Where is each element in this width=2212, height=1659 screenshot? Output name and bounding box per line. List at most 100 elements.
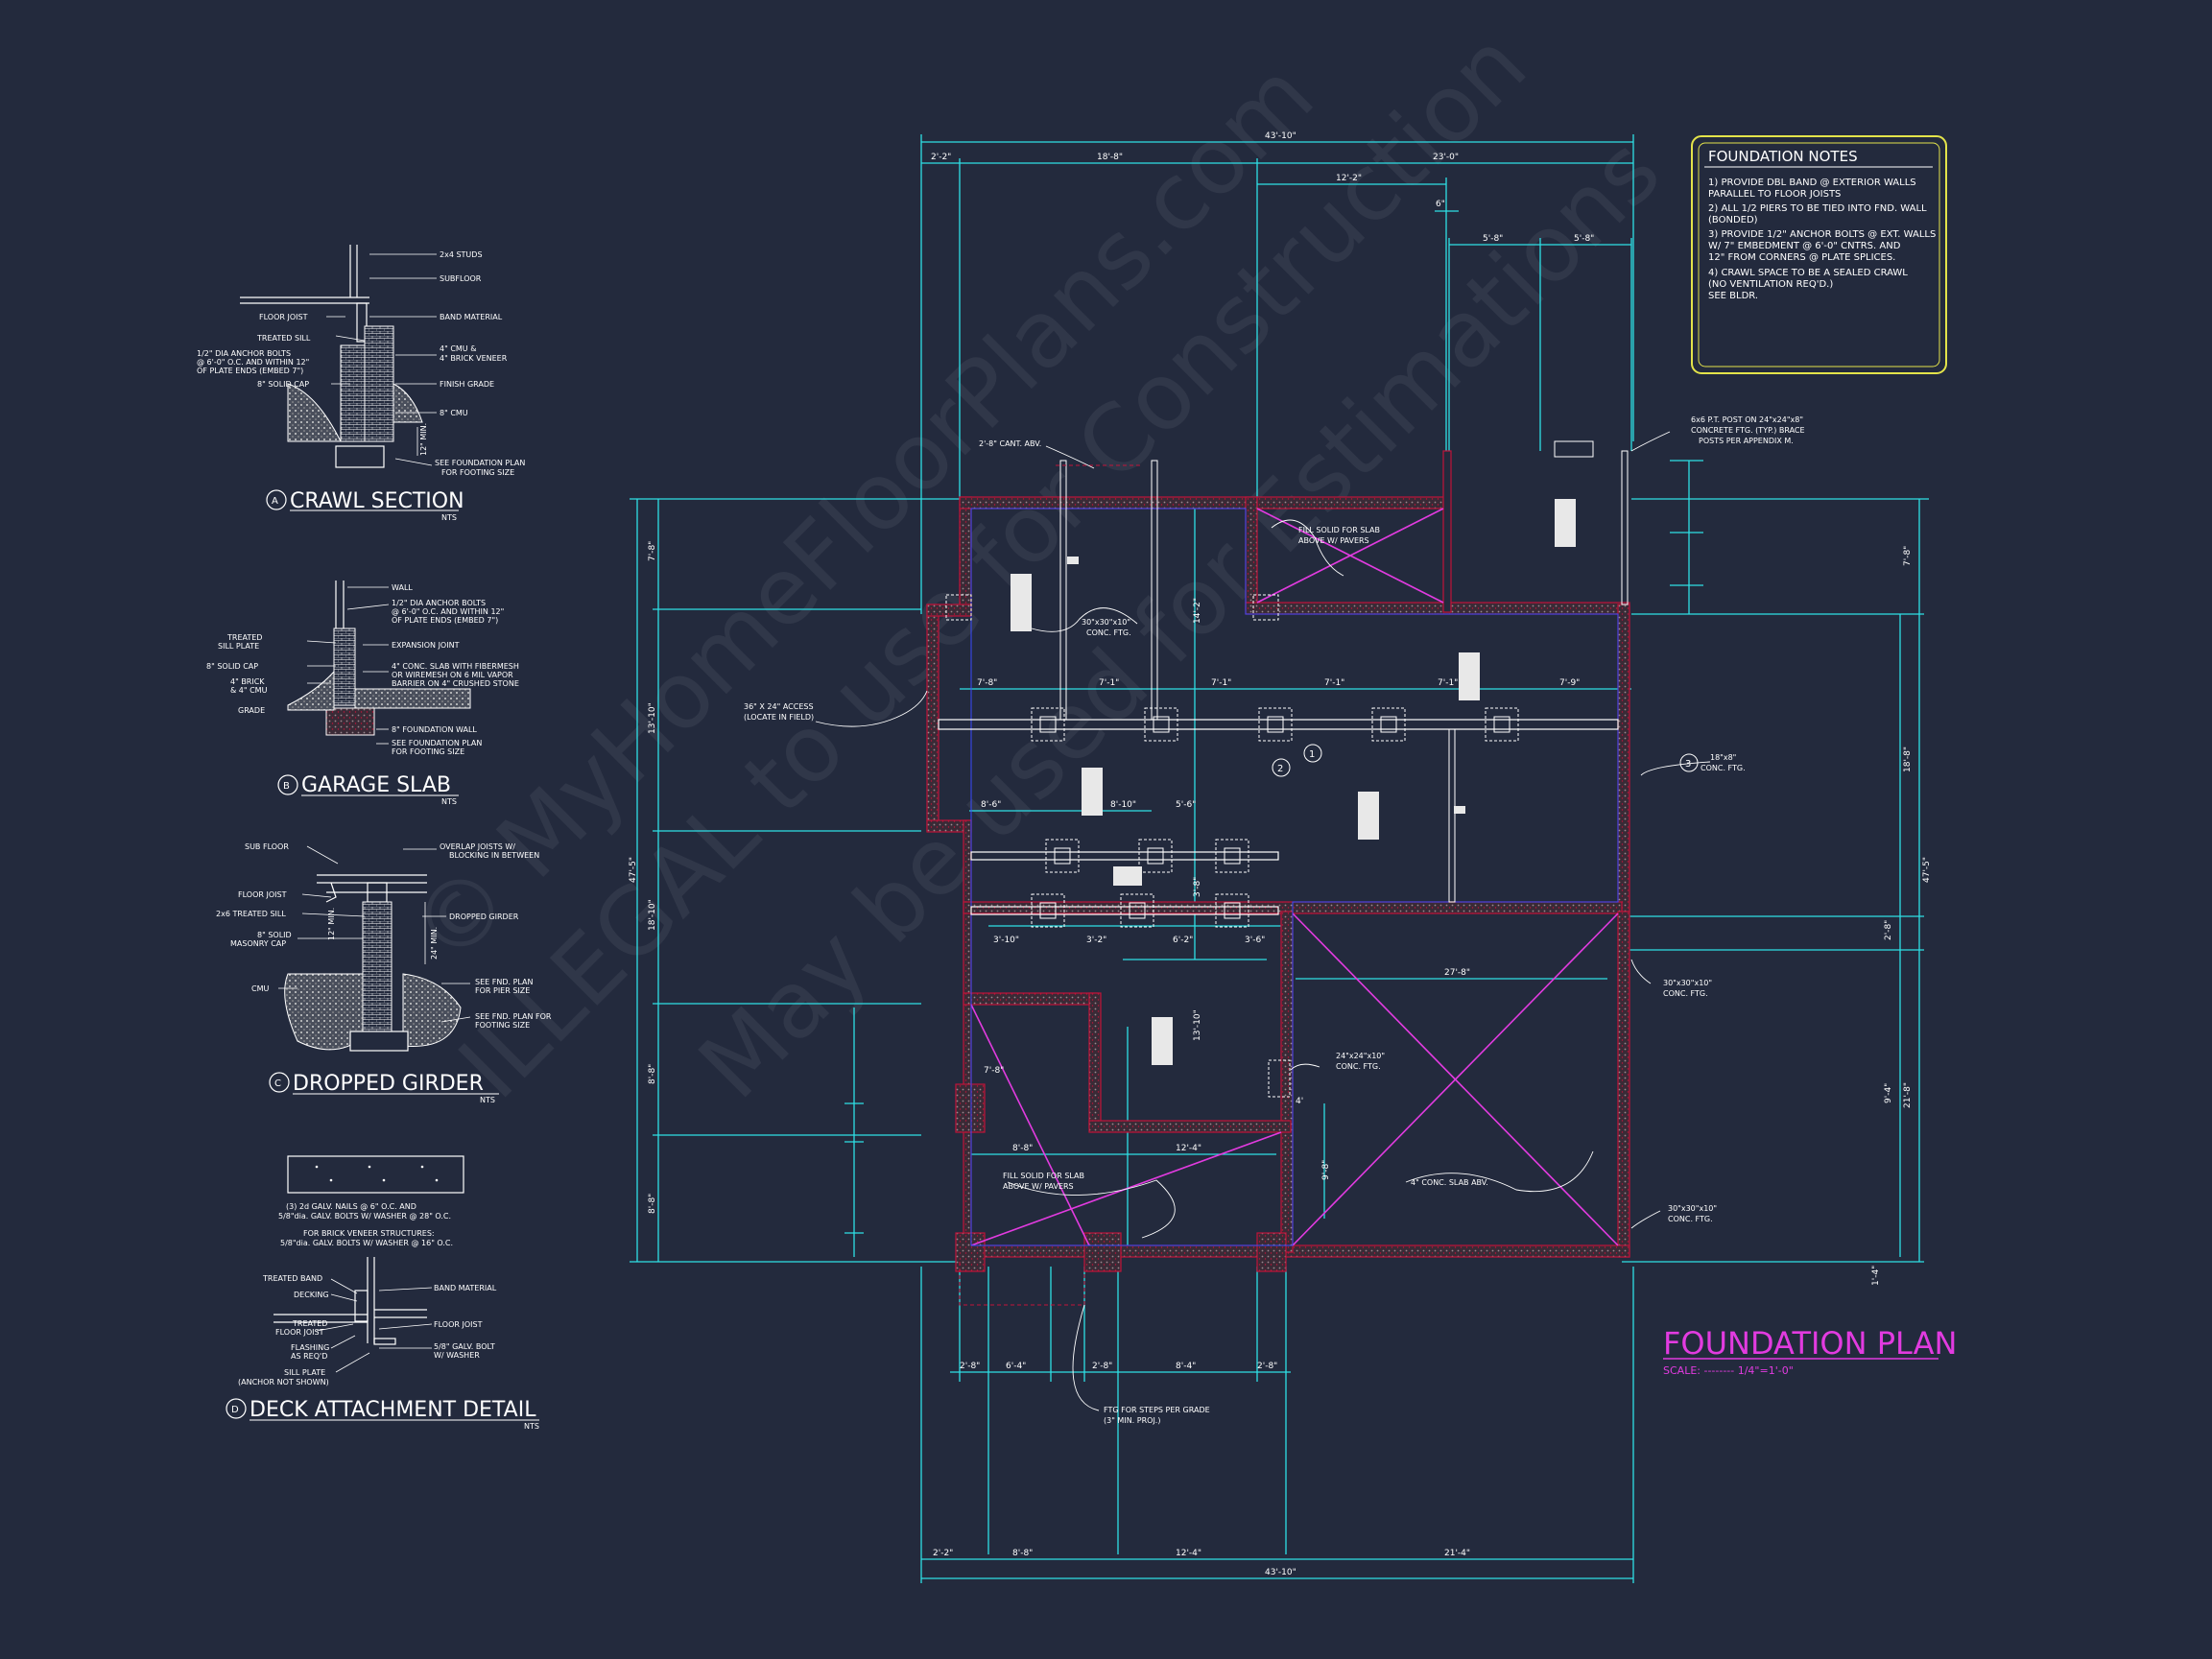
- dim-inner: 27'-8": [1444, 968, 1470, 978]
- crawl-label-anchor-1: 1/2" DIA ANCHOR BOLTS: [197, 349, 291, 358]
- callout-ftg-right-2: CONC. FTG.: [1663, 989, 1708, 998]
- pier: [1045, 839, 1080, 873]
- pier: [1268, 1059, 1291, 1098]
- dim-right: 18'-8": [1903, 747, 1913, 772]
- dim-top-4: 5'-8": [1483, 234, 1503, 244]
- footing-tag-2: [1272, 758, 1291, 777]
- callout-steps-1: FTG FOR STEPS PER GRADE: [1104, 1406, 1210, 1414]
- garage-label-cap: 8" SOLID CAP: [206, 662, 258, 671]
- dim-left: 18'-10": [648, 899, 657, 931]
- watermark: © MyHomeFloorPlans.com ILLEGAL to use fo…: [391, 11, 1680, 1119]
- girder-label-24min: 24" MIN.: [430, 927, 439, 960]
- crawl-label-see-2: FOR FOOTING SIZE: [441, 468, 514, 477]
- crawl-label-anchor-3: OF PLATE ENDS (EMBED 7"): [197, 367, 303, 375]
- garage-slab-title: GARAGE SLAB: [301, 773, 451, 797]
- dim-mid-2: 8'-6": [981, 800, 1001, 810]
- dim-mid: 7'-9": [1559, 678, 1580, 688]
- dim-lower: 2'-8": [1092, 1362, 1112, 1371]
- pier: [1138, 839, 1173, 873]
- footing-tag-1: [1303, 744, 1322, 763]
- dim-top-4: 5'-8": [1574, 234, 1594, 244]
- deck-detail-letter: D: [231, 1405, 239, 1415]
- footing-tag-2-label: 2: [1277, 764, 1283, 774]
- girder-label-pier-2: FOR PIER SIZE: [475, 986, 530, 995]
- girder-label-overlap-1: OVERLAP JOISTS W/: [440, 842, 515, 851]
- dim-inner: 7'-8": [984, 1066, 1004, 1076]
- deck-note-4: 5/8"dia. GALV. BOLTS W/ WASHER @ 16" O.C…: [280, 1239, 453, 1247]
- dim-inner: 13'-10": [1193, 1009, 1202, 1041]
- deck-bolt-pattern: [287, 1155, 464, 1194]
- callout-fill-top-2: ABOVE W/ PAVERS: [1298, 536, 1369, 545]
- garage-label-sill: SILL PLATE: [218, 642, 259, 651]
- dim-mid: 7'-1": [1438, 678, 1458, 688]
- note-line: 12" FROM CORNERS @ PLATE SPLICES.: [1708, 252, 1895, 263]
- foundation-notes-title: FOUNDATION NOTES: [1708, 148, 1858, 165]
- callout-ftg-24-2: CONC. FTG.: [1336, 1062, 1381, 1071]
- girder-label-12min: 12" MIN.: [327, 908, 336, 940]
- plan-callouts: 2'-8" CANT. ABV. FILL SOLID FOR SLAB ABO…: [744, 415, 1805, 1425]
- dim-top-3: 6": [1436, 200, 1445, 209]
- crawl-label-cap: 8" SOLID CAP: [257, 380, 309, 389]
- girder-label-overlap-2: BLOCKING IN BETWEEN: [449, 851, 539, 860]
- watermark-line-1: © MyHomeFloorPlans.com: [391, 41, 1334, 984]
- dim-mid: 7'-1": [1211, 678, 1231, 688]
- garage-label-brick: 4" BRICK: [230, 677, 265, 686]
- dim-left: 8'-8": [648, 1194, 657, 1214]
- crawl-label-min: 12" MIN.: [419, 423, 428, 456]
- garage-label-anchor-2: @ 6'-0" O.C. AND WITHIN 12": [392, 607, 504, 616]
- dim-inner: 3'-8": [1193, 877, 1202, 897]
- garage-detail-tag: [277, 774, 298, 795]
- callout-ftg-18-1: 18"x8": [1710, 753, 1736, 762]
- callout-fill-bot-2: ABOVE W/ PAVERS: [1003, 1182, 1074, 1191]
- garage-label-wall: WALL: [392, 583, 413, 592]
- dim-overall-right: 47'-5": [1922, 857, 1932, 883]
- dim-mid: 7'-1": [1324, 678, 1344, 688]
- garage-label-see-2: FOR FOOTING SIZE: [392, 747, 464, 756]
- deck-note-3: FOR BRICK VENEER STRUCTURES:: [303, 1229, 435, 1238]
- callout-ftg-18-2: CONC. FTG.: [1701, 764, 1746, 772]
- dim-inner: 4': [1296, 1097, 1303, 1106]
- crawl-label-subfloor: SUBFLOOR: [440, 274, 482, 283]
- girder-label-subfloor: SUB FLOOR: [245, 842, 289, 851]
- callout-ftg-right-1: 30"x30"x10": [1663, 979, 1712, 987]
- crawl-label-8cmu: 8" CMU: [440, 409, 468, 417]
- crawl-section-title: CRAWL SECTION: [290, 489, 464, 513]
- note-line: 4) CRAWL SPACE TO BE A SEALED CRAWL: [1708, 268, 1908, 278]
- callout-access-2: (LOCATE IN FIELD): [744, 713, 814, 722]
- dim-mid-2: 5'-6": [1176, 800, 1196, 810]
- garage-label-anchor-1: 1/2" DIA ANCHOR BOLTS: [392, 599, 486, 607]
- dim-right: 2'-8": [1884, 920, 1893, 940]
- dim-bottom: 8'-8": [1012, 1549, 1033, 1558]
- piers: [945, 440, 1594, 1098]
- callout-ftg-24-1: 24"x24"x10": [1336, 1052, 1385, 1060]
- crawl-label-band: BAND MATERIAL: [440, 313, 503, 321]
- girder-nts: NTS: [480, 1096, 495, 1104]
- girder-label-ftg-2: FOOTING SIZE: [475, 1021, 530, 1030]
- garage-label-grade: GRADE: [238, 706, 265, 715]
- crawl-label-floor-joist: FLOOR JOIST: [259, 313, 308, 321]
- callout-post-2: CONCRETE FTG. (TYP.) BRACE: [1691, 426, 1805, 435]
- crawl-label-studs: 2x4 STUDS: [440, 250, 483, 259]
- dim-mid: 7'-1": [1099, 678, 1119, 688]
- callout-cant: 2'-8" CANT. ABV.: [979, 439, 1041, 448]
- detail-deck-attachment: (3) 2d GALV. NAILS @ 6" O.C. AND 5/8"dia…: [226, 1155, 539, 1431]
- callout-ftg-30-2: CONC. FTG.: [1086, 628, 1131, 637]
- dim-overall-top: 43'-10": [1265, 131, 1296, 141]
- dim-lower: 2'-8": [960, 1362, 980, 1371]
- detail-garage-slab: WALL 1/2" DIA ANCHOR BOLTS @ 6'-0" O.C. …: [206, 581, 519, 806]
- cantilever-outline: [959, 464, 1142, 1306]
- callout-ftg-30-1: 30"x30"x10": [1082, 618, 1130, 627]
- callout-ftg-br-2: CONC. FTG.: [1668, 1215, 1713, 1223]
- crawl-label-see-1: SEE FOUNDATION PLAN: [435, 459, 525, 467]
- girder-label-floor-joist: FLOOR JOIST: [238, 890, 287, 899]
- crawl-detail-letter: A: [272, 496, 278, 507]
- deck-note-2: 5/8"dia. GALV. BOLTS W/ WASHER @ 28" O.C…: [278, 1212, 451, 1221]
- watermark-line-2: ILLEGAL to use for Construction: [439, 11, 1547, 1119]
- pier: [945, 594, 972, 621]
- garage-label-cmu: & 4" CMU: [230, 686, 268, 695]
- detail-dropped-girder: SUB FLOOR OVERLAP JOISTS W/ BLOCKING IN …: [216, 842, 552, 1104]
- callout-access-1: 36" X 24" ACCESS: [744, 702, 814, 711]
- callout-ftg-br-1: 30"x30"x10": [1668, 1204, 1717, 1213]
- callout-post-1: 6x6 P.T. POST ON 24"x24"x8": [1691, 415, 1803, 424]
- pier: [1215, 839, 1249, 873]
